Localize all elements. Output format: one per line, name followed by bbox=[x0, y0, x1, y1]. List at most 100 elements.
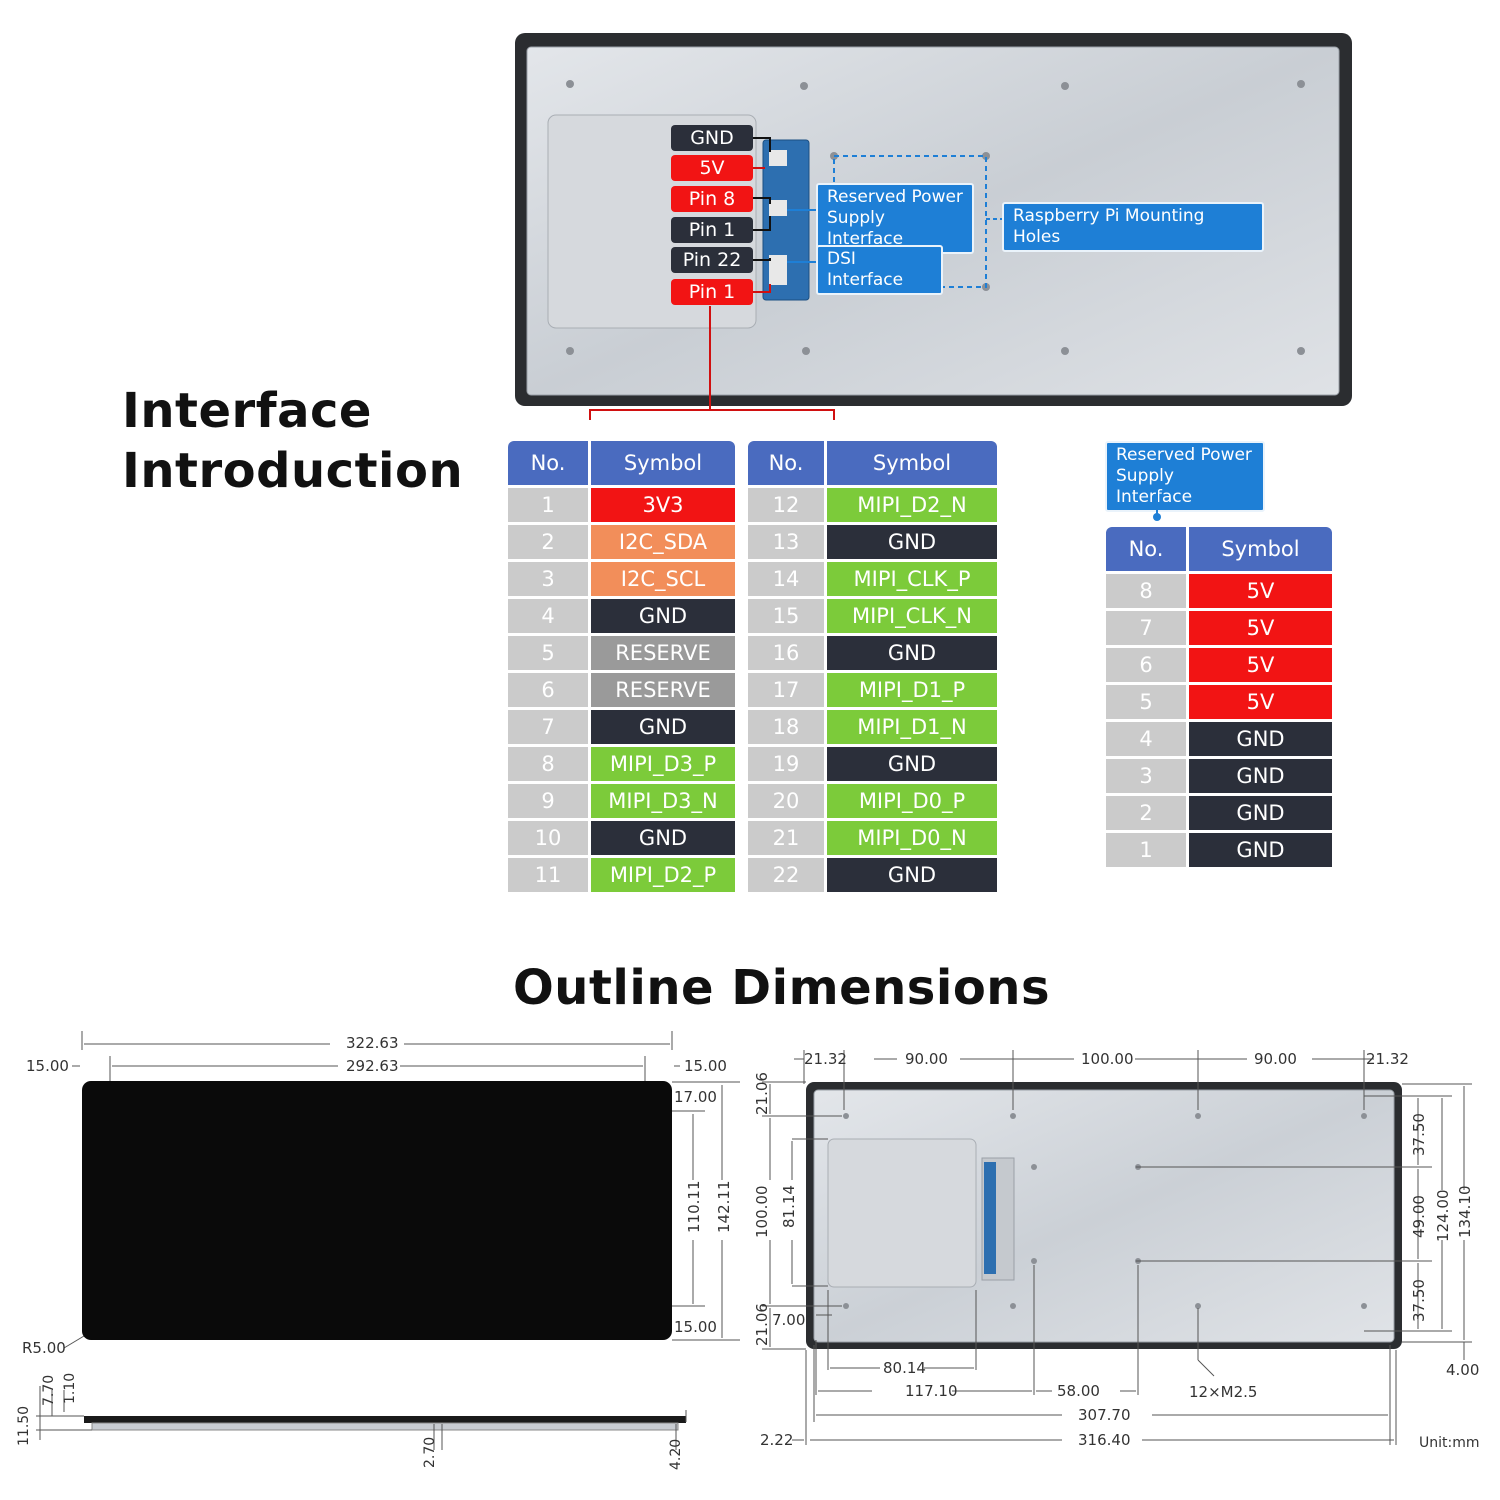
pin-number: 6 bbox=[1106, 648, 1186, 682]
pin-symbol: RESERVE bbox=[588, 636, 735, 670]
pin-label-gnd: GND bbox=[671, 125, 753, 151]
dim-back-49-00: 49.00 bbox=[1410, 1195, 1428, 1238]
pin-label-5v: 5V bbox=[671, 155, 753, 181]
dim-back-4-00: 4.00 bbox=[1446, 1361, 1479, 1379]
pin-label-pin1-dsi: Pin 1 bbox=[671, 279, 753, 305]
unit-label: Unit:mm bbox=[1419, 1435, 1480, 1451]
callout-text: Reserved Power bbox=[1116, 445, 1252, 465]
pin-number: 16 bbox=[748, 636, 824, 670]
section-title-interface: Interface bbox=[122, 383, 372, 439]
pin-number: 12 bbox=[748, 488, 824, 522]
pin-symbol: MIPI_CLK_N bbox=[824, 599, 997, 633]
pin-symbol: GND bbox=[1186, 796, 1332, 830]
pin-number: 3 bbox=[508, 562, 588, 596]
section-title-introduction: Introduction bbox=[122, 443, 464, 499]
callout-text: Supply Interface bbox=[1116, 466, 1193, 507]
callout-text: Supply Interface bbox=[827, 208, 904, 249]
pin-number: 11 bbox=[508, 858, 588, 892]
pin-number: 10 bbox=[508, 821, 588, 855]
pin-symbol: 5V bbox=[1186, 611, 1332, 645]
pin-number: 14 bbox=[748, 562, 824, 596]
pin-symbol: I2C_SDA bbox=[588, 525, 735, 559]
pin-number: 22 bbox=[748, 858, 824, 892]
pin-symbol: I2C_SCL bbox=[588, 562, 735, 596]
dim-back-100-vert: 100.00 bbox=[753, 1186, 771, 1239]
pin-number: 1 bbox=[508, 488, 588, 522]
col-symbol: Symbol bbox=[824, 441, 997, 485]
pin-number: 18 bbox=[748, 710, 824, 744]
pin-symbol: GND bbox=[1186, 759, 1332, 793]
dim-radius: R5.00 bbox=[22, 1339, 66, 1357]
pin-number: 2 bbox=[1106, 796, 1186, 830]
pin-symbol: GND bbox=[824, 747, 997, 781]
pin-symbol: MIPI_D2_N bbox=[824, 488, 997, 522]
pin-number: 17 bbox=[748, 673, 824, 707]
dim-back-90-left: 90.00 bbox=[905, 1050, 948, 1068]
pin-symbol: 5V bbox=[1186, 685, 1332, 719]
pin-symbol: GND bbox=[824, 858, 997, 892]
front-dimension-drawing: 322.63 292.63 15.00 15.00 17.00 15.00 R5… bbox=[16, 1031, 740, 1470]
back-dimension-drawing: 21.32 90.00 100.00 90.00 21.32 21.06 100… bbox=[753, 1050, 1480, 1451]
pin-symbol: GND bbox=[588, 599, 735, 633]
pin-number: 8 bbox=[508, 747, 588, 781]
dim-side-11-50: 11.50 bbox=[16, 1406, 32, 1446]
dim-back-58-00: 58.00 bbox=[1057, 1382, 1100, 1400]
pin-symbol: RESERVE bbox=[588, 673, 735, 707]
pin-symbol: GND bbox=[588, 821, 735, 855]
pin-symbol: GND bbox=[824, 525, 997, 559]
dim-width-total: 322.63 bbox=[346, 1034, 399, 1052]
pin-number: 2 bbox=[508, 525, 588, 559]
dim-back-307-70: 307.70 bbox=[1078, 1406, 1131, 1424]
dim-side-4-20: 4.20 bbox=[668, 1439, 684, 1470]
dim-back-81-14: 81.14 bbox=[780, 1185, 798, 1228]
pin-symbol: GND bbox=[588, 710, 735, 744]
pin-label-pin22: Pin 22 bbox=[671, 247, 753, 273]
pin-number: 13 bbox=[748, 525, 824, 559]
power-table-connector bbox=[1153, 490, 1161, 521]
pin-label-pin1-power: Pin 1 bbox=[671, 217, 753, 243]
col-no: No. bbox=[508, 441, 588, 485]
mounting-screws bbox=[566, 80, 1305, 355]
callout-mounting-holes: Raspberry Pi Mounting Holes bbox=[1002, 202, 1264, 252]
dim-back-117-10: 117.10 bbox=[905, 1382, 958, 1400]
pin-number: 4 bbox=[508, 599, 588, 633]
col-no: No. bbox=[748, 441, 824, 485]
pin-number: 1 bbox=[1106, 833, 1186, 867]
col-symbol: Symbol bbox=[1186, 527, 1332, 571]
pin-number: 5 bbox=[1106, 685, 1186, 719]
callout-dsi-interface: DSI Interface bbox=[816, 245, 943, 295]
dim-back-21-06-bottom: 21.06 bbox=[753, 1303, 771, 1346]
pin-symbol: GND bbox=[824, 636, 997, 670]
section-title-outline-dimensions: Outline Dimensions bbox=[513, 960, 1051, 1016]
pin-symbol: MIPI_D3_P bbox=[588, 747, 735, 781]
dim-back-12xm2-5: 12×M2.5 bbox=[1189, 1383, 1257, 1401]
callout-reserved-power: Reserved Power Supply Interface bbox=[816, 183, 974, 254]
dim-side-1-10: 1.10 bbox=[62, 1373, 78, 1404]
callout-power-table: Reserved Power Supply Interface bbox=[1105, 441, 1265, 512]
pin-number: 8 bbox=[1106, 574, 1186, 608]
dim-back-21-06-top: 21.06 bbox=[753, 1072, 771, 1115]
col-symbol: Symbol bbox=[588, 441, 735, 485]
pin-symbol: MIPI_D3_N bbox=[588, 784, 735, 818]
